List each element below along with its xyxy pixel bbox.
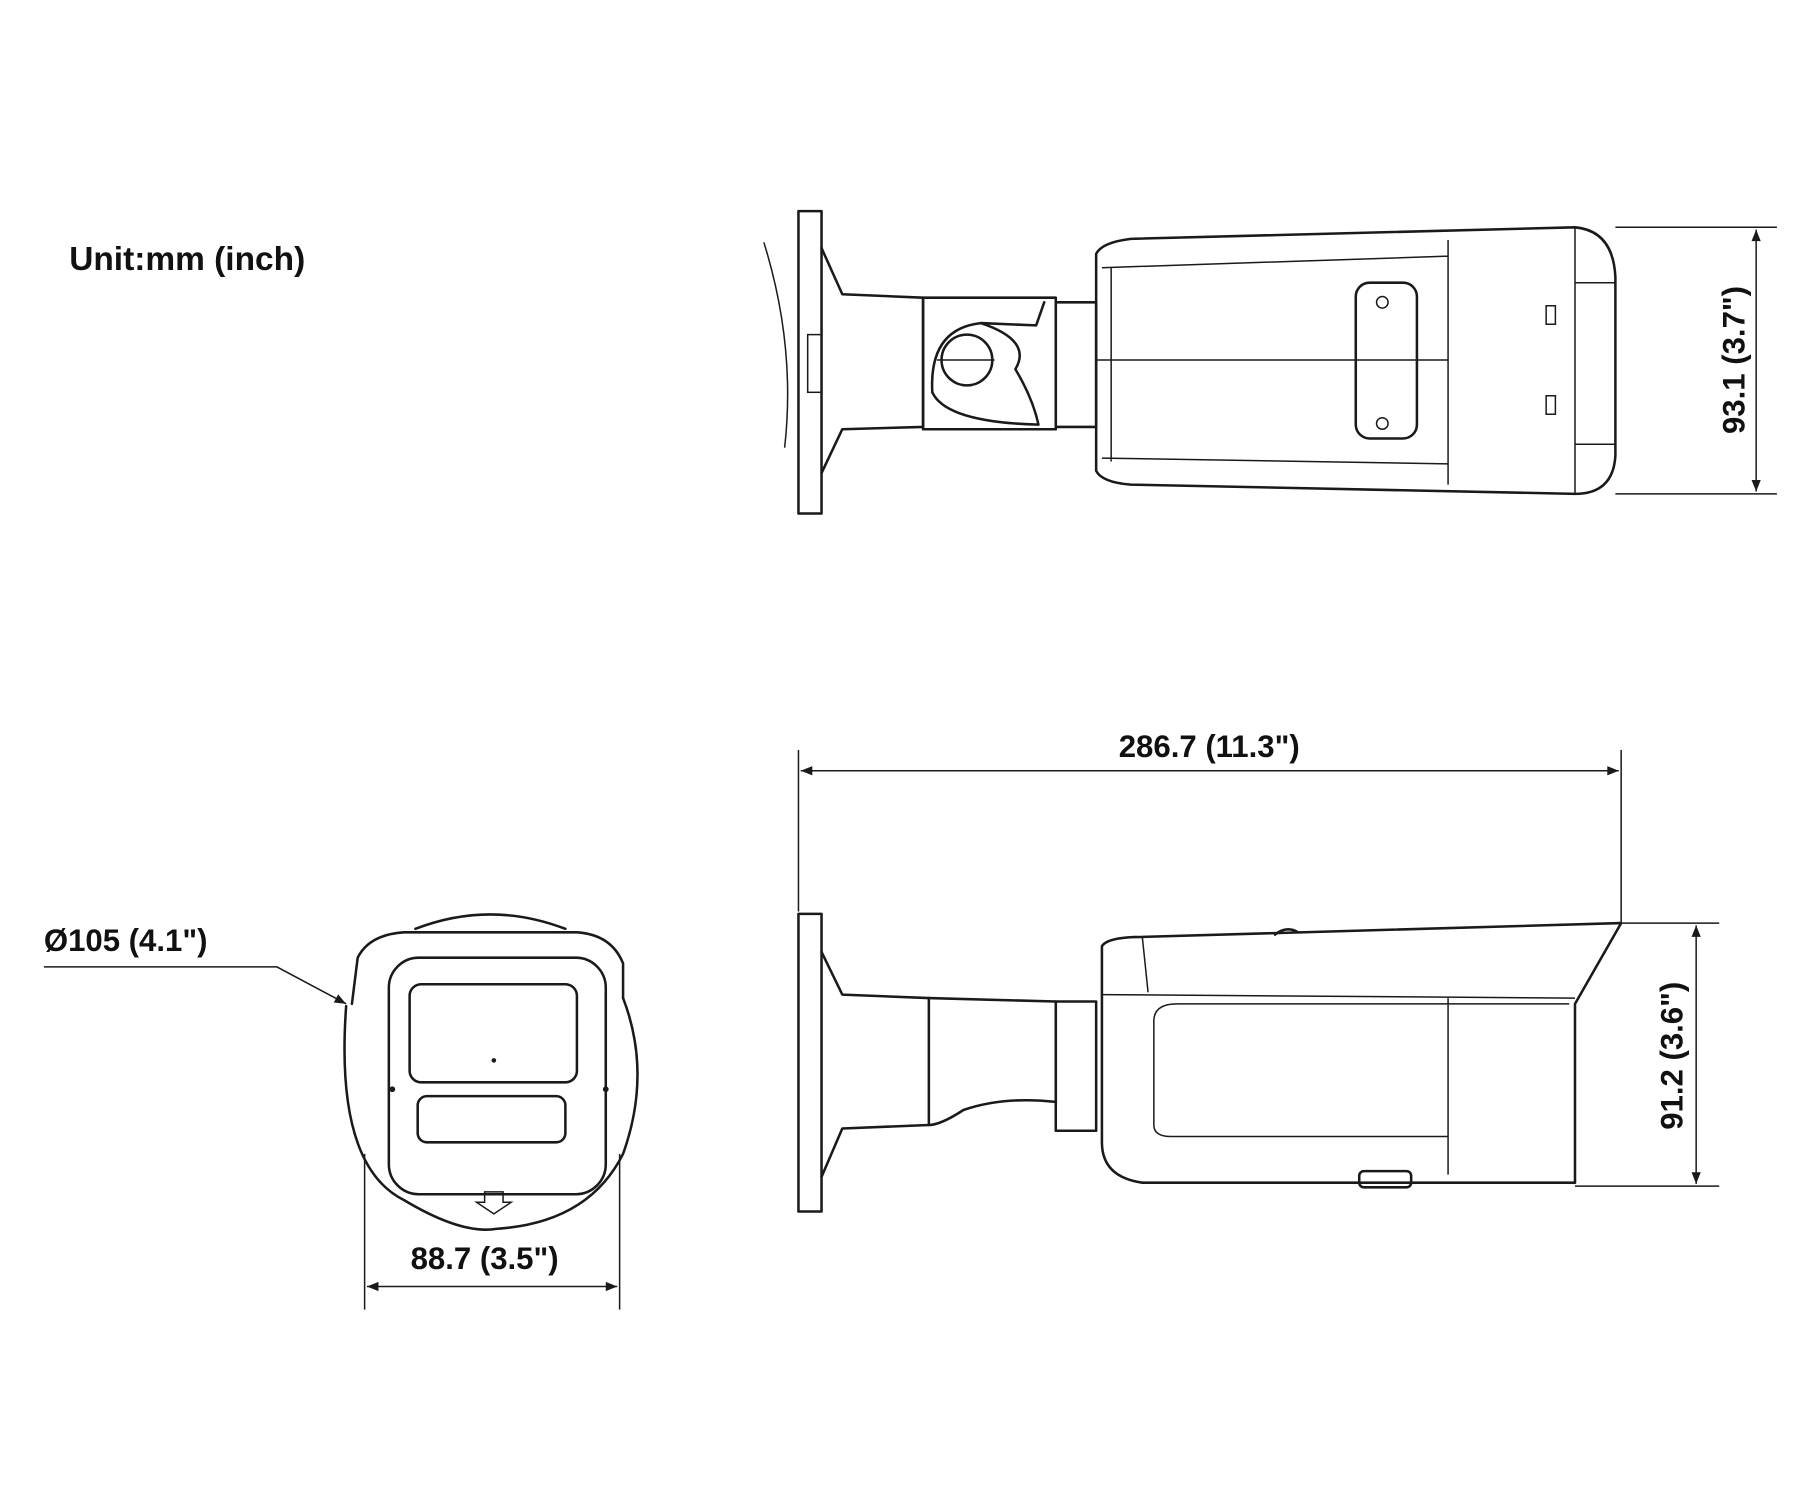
- bracket-joint: [921, 296, 1058, 431]
- height-dimension-top: 93.1 (3.7"): [1615, 226, 1777, 495]
- wall-plate: [797, 912, 823, 1213]
- width-dimension: 88.7 (3.5"): [363, 1153, 621, 1310]
- housing-outline: [343, 996, 639, 1231]
- camera-body-side: [1100, 921, 1623, 1184]
- front-diameter-label: Ø105 (4.1"): [44, 923, 208, 958]
- front-width-label: 88.7 (3.5"): [411, 1241, 559, 1276]
- front-view: Ø105 (4.1") 88.7 (3.5"): [44, 913, 639, 1310]
- lens-window: [408, 982, 579, 1084]
- height-dimension-side: 91.2 (3.6"): [1574, 922, 1720, 1187]
- side-view-height-label: 91.2 (3.6"): [1654, 982, 1689, 1130]
- total-length-label: 286.7 (11.3"): [1119, 729, 1300, 764]
- bracket-base: [820, 950, 931, 1179]
- unit-label: Unit:mm (inch): [69, 241, 305, 278]
- ir-window: [416, 1094, 567, 1144]
- bracket-base: [820, 246, 925, 475]
- side-view: 286.7 (11.3") 91.2 (3.6"): [797, 729, 1720, 1213]
- diameter-dimension: Ø105 (4.1"): [44, 923, 347, 1005]
- top-view: 93.1 (3.7"): [763, 209, 1777, 515]
- camera-body-top: [1094, 226, 1617, 496]
- length-dimension: 286.7 (11.3"): [797, 729, 1622, 924]
- top-view-height-label: 93.1 (3.7"): [1717, 286, 1752, 434]
- wall-plate: [797, 209, 823, 515]
